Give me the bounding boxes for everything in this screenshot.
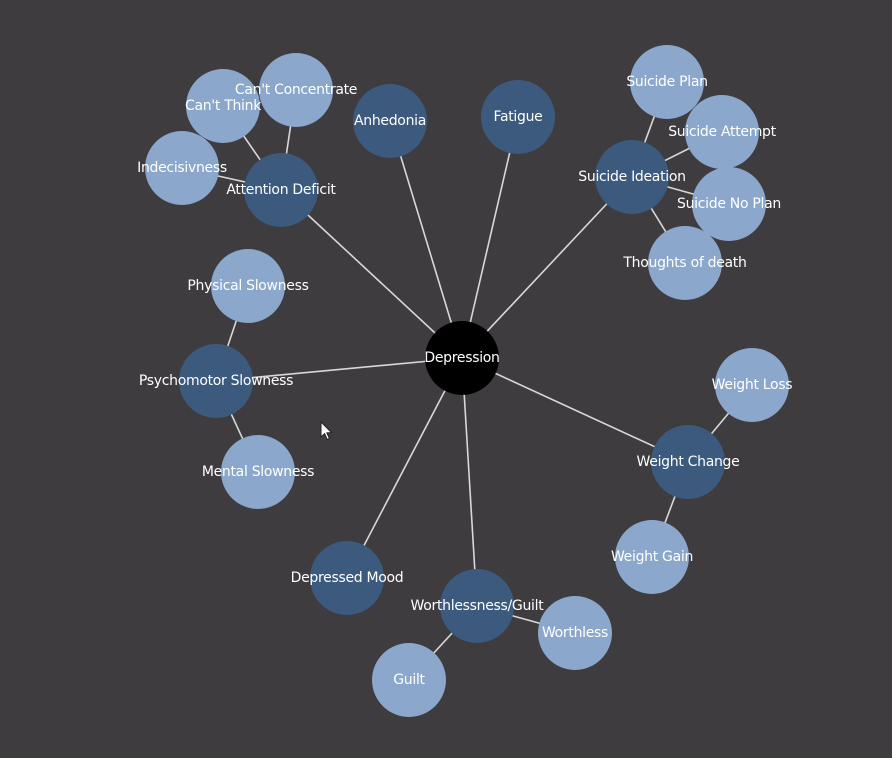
node-label-mental-slowness: Mental Slowness xyxy=(202,464,314,480)
node-cant-concentrate[interactable]: Can't Concentrate xyxy=(235,53,357,127)
node-circle-weight-gain xyxy=(615,520,689,594)
node-weight-loss[interactable]: Weight Loss xyxy=(712,348,793,422)
node-label-weight-gain: Weight Gain xyxy=(611,549,693,565)
edge-depression-to-fatigue xyxy=(461,116,519,359)
edge-depression-to-weight-change xyxy=(461,357,689,463)
node-label-fatigue: Fatigue xyxy=(494,109,543,125)
node-suicide-ideation[interactable]: Suicide Ideation xyxy=(578,140,686,214)
node-circle-suicide-ideation xyxy=(595,140,669,214)
node-circle-fatigue xyxy=(481,80,555,154)
node-fatigue[interactable]: Fatigue xyxy=(481,80,555,154)
node-circle-physical-slowness xyxy=(211,249,285,323)
node-label-suicide-plan: Suicide Plan xyxy=(626,74,707,90)
node-psychomotor-slowness[interactable]: Psychomotor Slowness xyxy=(139,344,293,418)
node-layer: Depression Attention Deficit Anhedonia Fati… xyxy=(137,45,793,717)
node-suicide-plan[interactable]: Suicide Plan xyxy=(626,45,708,119)
node-label-worthless: Worthless xyxy=(542,625,608,641)
node-circle-worthlessness-guilt xyxy=(440,569,514,643)
node-circle-indecisivness xyxy=(145,131,219,205)
node-circle-weight-change xyxy=(651,425,725,499)
node-circle-depressed-mood xyxy=(310,541,384,615)
node-circle-weight-loss xyxy=(715,348,789,422)
node-attention-deficit[interactable]: Attention Deficit xyxy=(226,153,337,227)
node-suicide-no-plan[interactable]: Suicide No Plan xyxy=(677,167,781,241)
node-label-cant-concentrate: Can't Concentrate xyxy=(235,82,357,98)
edge-depression-to-worthlessness-guilt xyxy=(461,357,478,607)
node-thoughts-of-death[interactable]: Thoughts of death xyxy=(622,226,747,300)
node-circle-depression xyxy=(425,321,499,395)
node-indecisivness[interactable]: Indecisivness xyxy=(137,131,227,205)
edge-depression-to-depressed-mood xyxy=(346,357,463,579)
node-circle-worthless xyxy=(538,596,612,670)
node-weight-gain[interactable]: Weight Gain xyxy=(611,520,693,594)
node-weight-change[interactable]: Weight Change xyxy=(637,425,740,499)
edge-depression-to-anhedonia xyxy=(389,120,463,359)
node-label-depressed-mood: Depressed Mood xyxy=(291,570,404,586)
node-circle-guilt xyxy=(372,643,446,717)
node-label-indecisivness: Indecisivness xyxy=(137,160,227,176)
node-guilt[interactable]: Guilt xyxy=(372,643,446,717)
node-depression[interactable]: Depression xyxy=(424,321,500,395)
node-label-guilt: Guilt xyxy=(393,672,425,688)
node-label-psychomotor-slowness: Psychomotor Slowness xyxy=(139,373,293,389)
node-depressed-mood[interactable]: Depressed Mood xyxy=(291,541,404,615)
node-circle-suicide-plan xyxy=(630,45,704,119)
node-label-depression: Depression xyxy=(424,350,499,366)
node-physical-slowness[interactable]: Physical Slowness xyxy=(187,249,309,323)
node-circle-mental-slowness xyxy=(221,435,295,509)
edge-depression-to-attention-deficit xyxy=(280,189,463,359)
node-label-cant-think: Can't Think xyxy=(185,98,262,114)
node-circle-thoughts-of-death xyxy=(648,226,722,300)
node-label-suicide-ideation: Suicide Ideation xyxy=(578,169,685,185)
node-label-thoughts-of-death: Thoughts of death xyxy=(622,255,746,271)
node-circle-cant-think xyxy=(186,69,260,143)
node-circle-suicide-attempt xyxy=(685,95,759,169)
node-label-weight-loss: Weight Loss xyxy=(712,377,793,393)
node-circle-anhedonia xyxy=(353,84,427,158)
node-label-worthlessness-guilt: Worthlessness/Guilt xyxy=(411,598,545,614)
node-suicide-attempt[interactable]: Suicide Attempt xyxy=(668,95,777,169)
node-worthlessness-guilt[interactable]: Worthlessness/Guilt xyxy=(411,569,545,643)
node-circle-suicide-no-plan xyxy=(692,167,766,241)
node-circle-cant-concentrate xyxy=(259,53,333,127)
node-label-weight-change: Weight Change xyxy=(637,454,740,470)
node-label-anhedonia: Anhedonia xyxy=(354,113,426,129)
node-circle-psychomotor-slowness xyxy=(179,344,253,418)
node-mental-slowness[interactable]: Mental Slowness xyxy=(202,435,314,509)
node-cant-think[interactable]: Can't Think xyxy=(185,69,262,143)
mouse-cursor-icon xyxy=(320,420,333,441)
node-circle-attention-deficit xyxy=(244,153,318,227)
edge-depression-to-suicide-ideation xyxy=(461,176,633,359)
node-label-suicide-no-plan: Suicide No Plan xyxy=(677,196,781,212)
edge-depression-to-psychomotor-slowness xyxy=(215,357,463,382)
node-label-attention-deficit: Attention Deficit xyxy=(226,182,336,198)
node-label-suicide-attempt: Suicide Attempt xyxy=(668,124,776,140)
node-anhedonia[interactable]: Anhedonia xyxy=(353,84,427,158)
node-label-physical-slowness: Physical Slowness xyxy=(187,278,308,294)
node-worthless[interactable]: Worthless xyxy=(538,596,612,670)
